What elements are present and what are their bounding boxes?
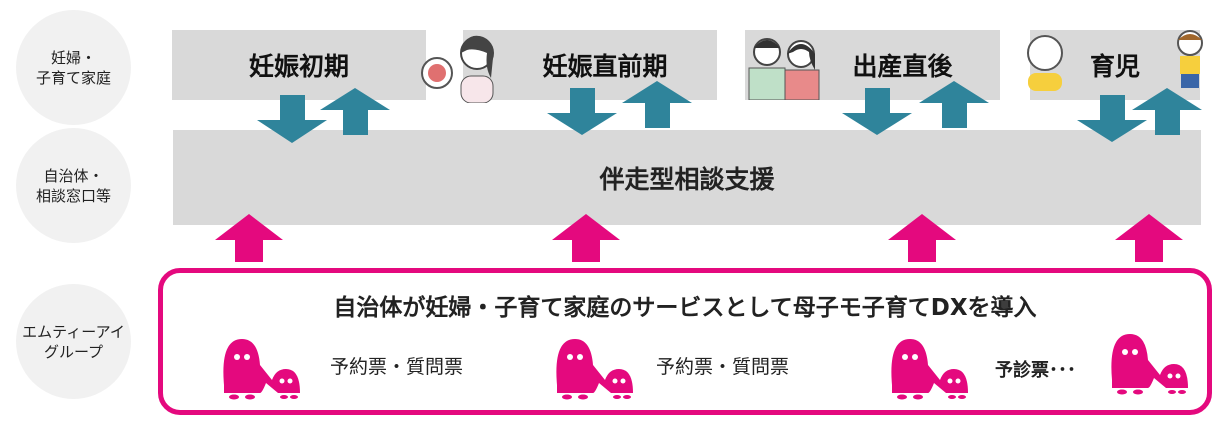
down-arrow — [842, 88, 912, 135]
stage-early-pregnancy: 妊娠初期 — [172, 30, 426, 100]
headline: 自治体が妊婦・子育て家庭のサービスとして母子モ子育てDXを導入 — [333, 295, 1037, 321]
accompanying-support-bar: 伴走型相談支援 — [173, 130, 1201, 225]
service-label: 予約票・質問票 — [330, 356, 464, 378]
children-illustration — [1027, 30, 1203, 91]
parents-with-baby-illustration — [748, 38, 820, 100]
pink-up-arrow — [552, 214, 620, 262]
row-label-mti-group: エムティーアイ グループ — [16, 284, 131, 399]
pink-up-arrow — [215, 214, 283, 262]
penguin-logo-icon — [556, 339, 633, 400]
up-arrow — [320, 88, 390, 135]
service-label: 予診票･･･ — [995, 360, 1076, 381]
penguin-logo-icon — [223, 339, 300, 400]
row-label-families: 妊婦・ 子育て家庭 — [16, 10, 131, 125]
pink-up-arrow — [888, 214, 956, 262]
down-arrow — [257, 95, 327, 143]
row-label-municipalities: 自治体・ 相談窓口等 — [16, 128, 131, 243]
penguin-logo-icon — [1111, 334, 1188, 395]
pregnant-woman-illustration — [421, 35, 494, 103]
service-label: 予約票・質問票 — [656, 356, 790, 378]
up-arrow — [1132, 88, 1202, 135]
mti-service-box — [158, 268, 1212, 415]
up-arrow — [919, 81, 989, 128]
down-arrow — [547, 88, 617, 135]
down-arrow — [1077, 95, 1147, 142]
pink-up-arrow — [1115, 214, 1183, 262]
penguin-logo-icon — [891, 339, 968, 400]
interaction-arrows — [215, 81, 1202, 262]
up-arrow — [622, 81, 692, 128]
